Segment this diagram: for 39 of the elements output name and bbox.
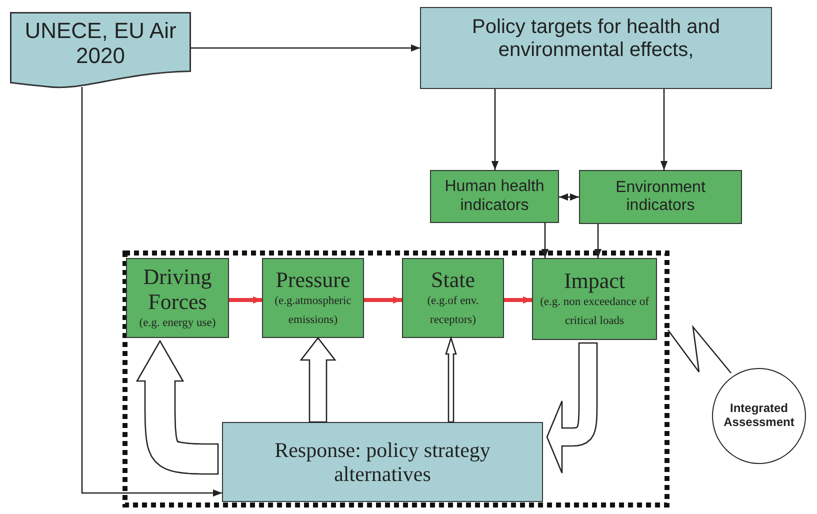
process-box: [262, 258, 364, 338]
callout-tail: [667, 324, 732, 374]
arrow: [191, 44, 420, 52]
dashed-frame: [122, 250, 670, 508]
block-arrow: [445, 336, 457, 423]
node-label: Pressure: [276, 266, 350, 292]
block-arrow: [546, 342, 598, 474]
node-label: Impact: [564, 268, 626, 294]
process-box: [126, 258, 229, 338]
node-label: Policy targets for health and environmental effects,: [471, 16, 721, 62]
arrow: [594, 224, 602, 258]
arrow: [541, 223, 549, 258]
node-label: Response: policy strategy alternatives: [274, 438, 492, 486]
arrow: [81, 87, 222, 497]
node-label: State: [431, 266, 475, 292]
process-box: [420, 7, 772, 89]
process-box: [532, 258, 657, 340]
process-box: [579, 170, 742, 224]
node-label: UNECE, EU Air 2020: [24, 18, 178, 68]
node-label: Integrated Assessment: [722, 402, 796, 430]
process-box: [402, 258, 504, 338]
node-label: Driving Forces: [142, 264, 213, 314]
arrow: [364, 296, 402, 304]
block-arrow: [300, 336, 336, 423]
block-arrow: [136, 340, 219, 475]
arrow: [660, 89, 668, 170]
process-box: [430, 170, 559, 223]
node-note: (e.g. non exceedance of critical loads: [539, 295, 650, 329]
node-label: Human health indicators: [444, 178, 546, 215]
node-note: (e.g. energy use): [139, 316, 216, 332]
arrow: [504, 296, 532, 304]
double-arrow: [559, 193, 579, 201]
arrow: [229, 296, 262, 304]
process-box: [222, 422, 543, 502]
document-shape: [10, 12, 191, 88]
arrow: [491, 89, 499, 170]
node-note: (e.g.atmospheric emissions): [274, 294, 352, 328]
node-label: Environment indicators: [614, 178, 706, 216]
node-note: (e.g.of env. receptors): [426, 294, 480, 328]
